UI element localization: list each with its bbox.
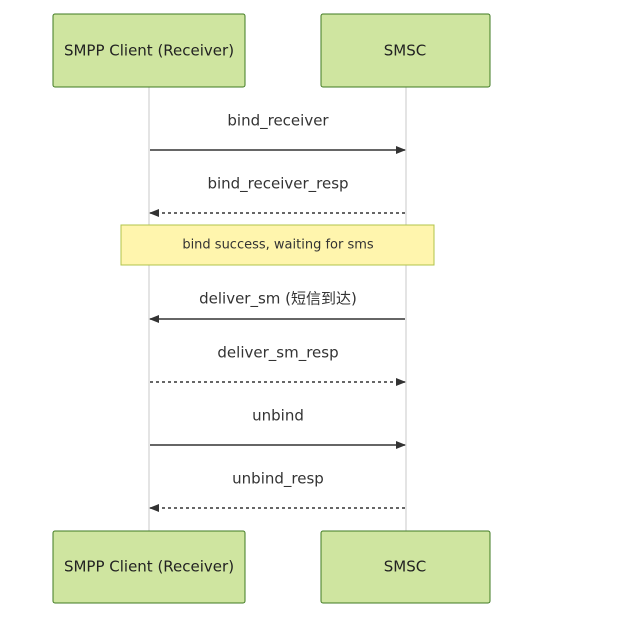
message-label-unbind: unbind (252, 407, 304, 425)
actor-smsc-top-label: SMSC (384, 42, 426, 60)
message-label-deliver-sm: deliver_sm (短信到达) (199, 290, 357, 309)
actor-smsc-top: SMSC (320, 13, 491, 88)
actor-client-top-label: SMPP Client (Receiver) (64, 42, 234, 60)
actor-smsc-bottom: SMSC (320, 530, 491, 604)
message-label-bind-receiver-resp: bind_receiver_resp (207, 175, 348, 194)
actor-client-bottom: SMPP Client (Receiver) (52, 530, 246, 604)
message-label-bind-receiver: bind_receiver (227, 112, 329, 131)
actor-smsc-bottom-label: SMSC (384, 558, 426, 576)
message-label-unbind-resp: unbind_resp (232, 470, 324, 489)
message-label-deliver-sm-resp: deliver_sm_resp (217, 344, 338, 363)
note-text: bind success, waiting for sms (182, 238, 374, 253)
actor-client-top: SMPP Client (Receiver) (52, 13, 246, 88)
note-bind-success: bind success, waiting for sms (120, 224, 435, 266)
actor-client-bottom-label: SMPP Client (Receiver) (64, 558, 234, 576)
